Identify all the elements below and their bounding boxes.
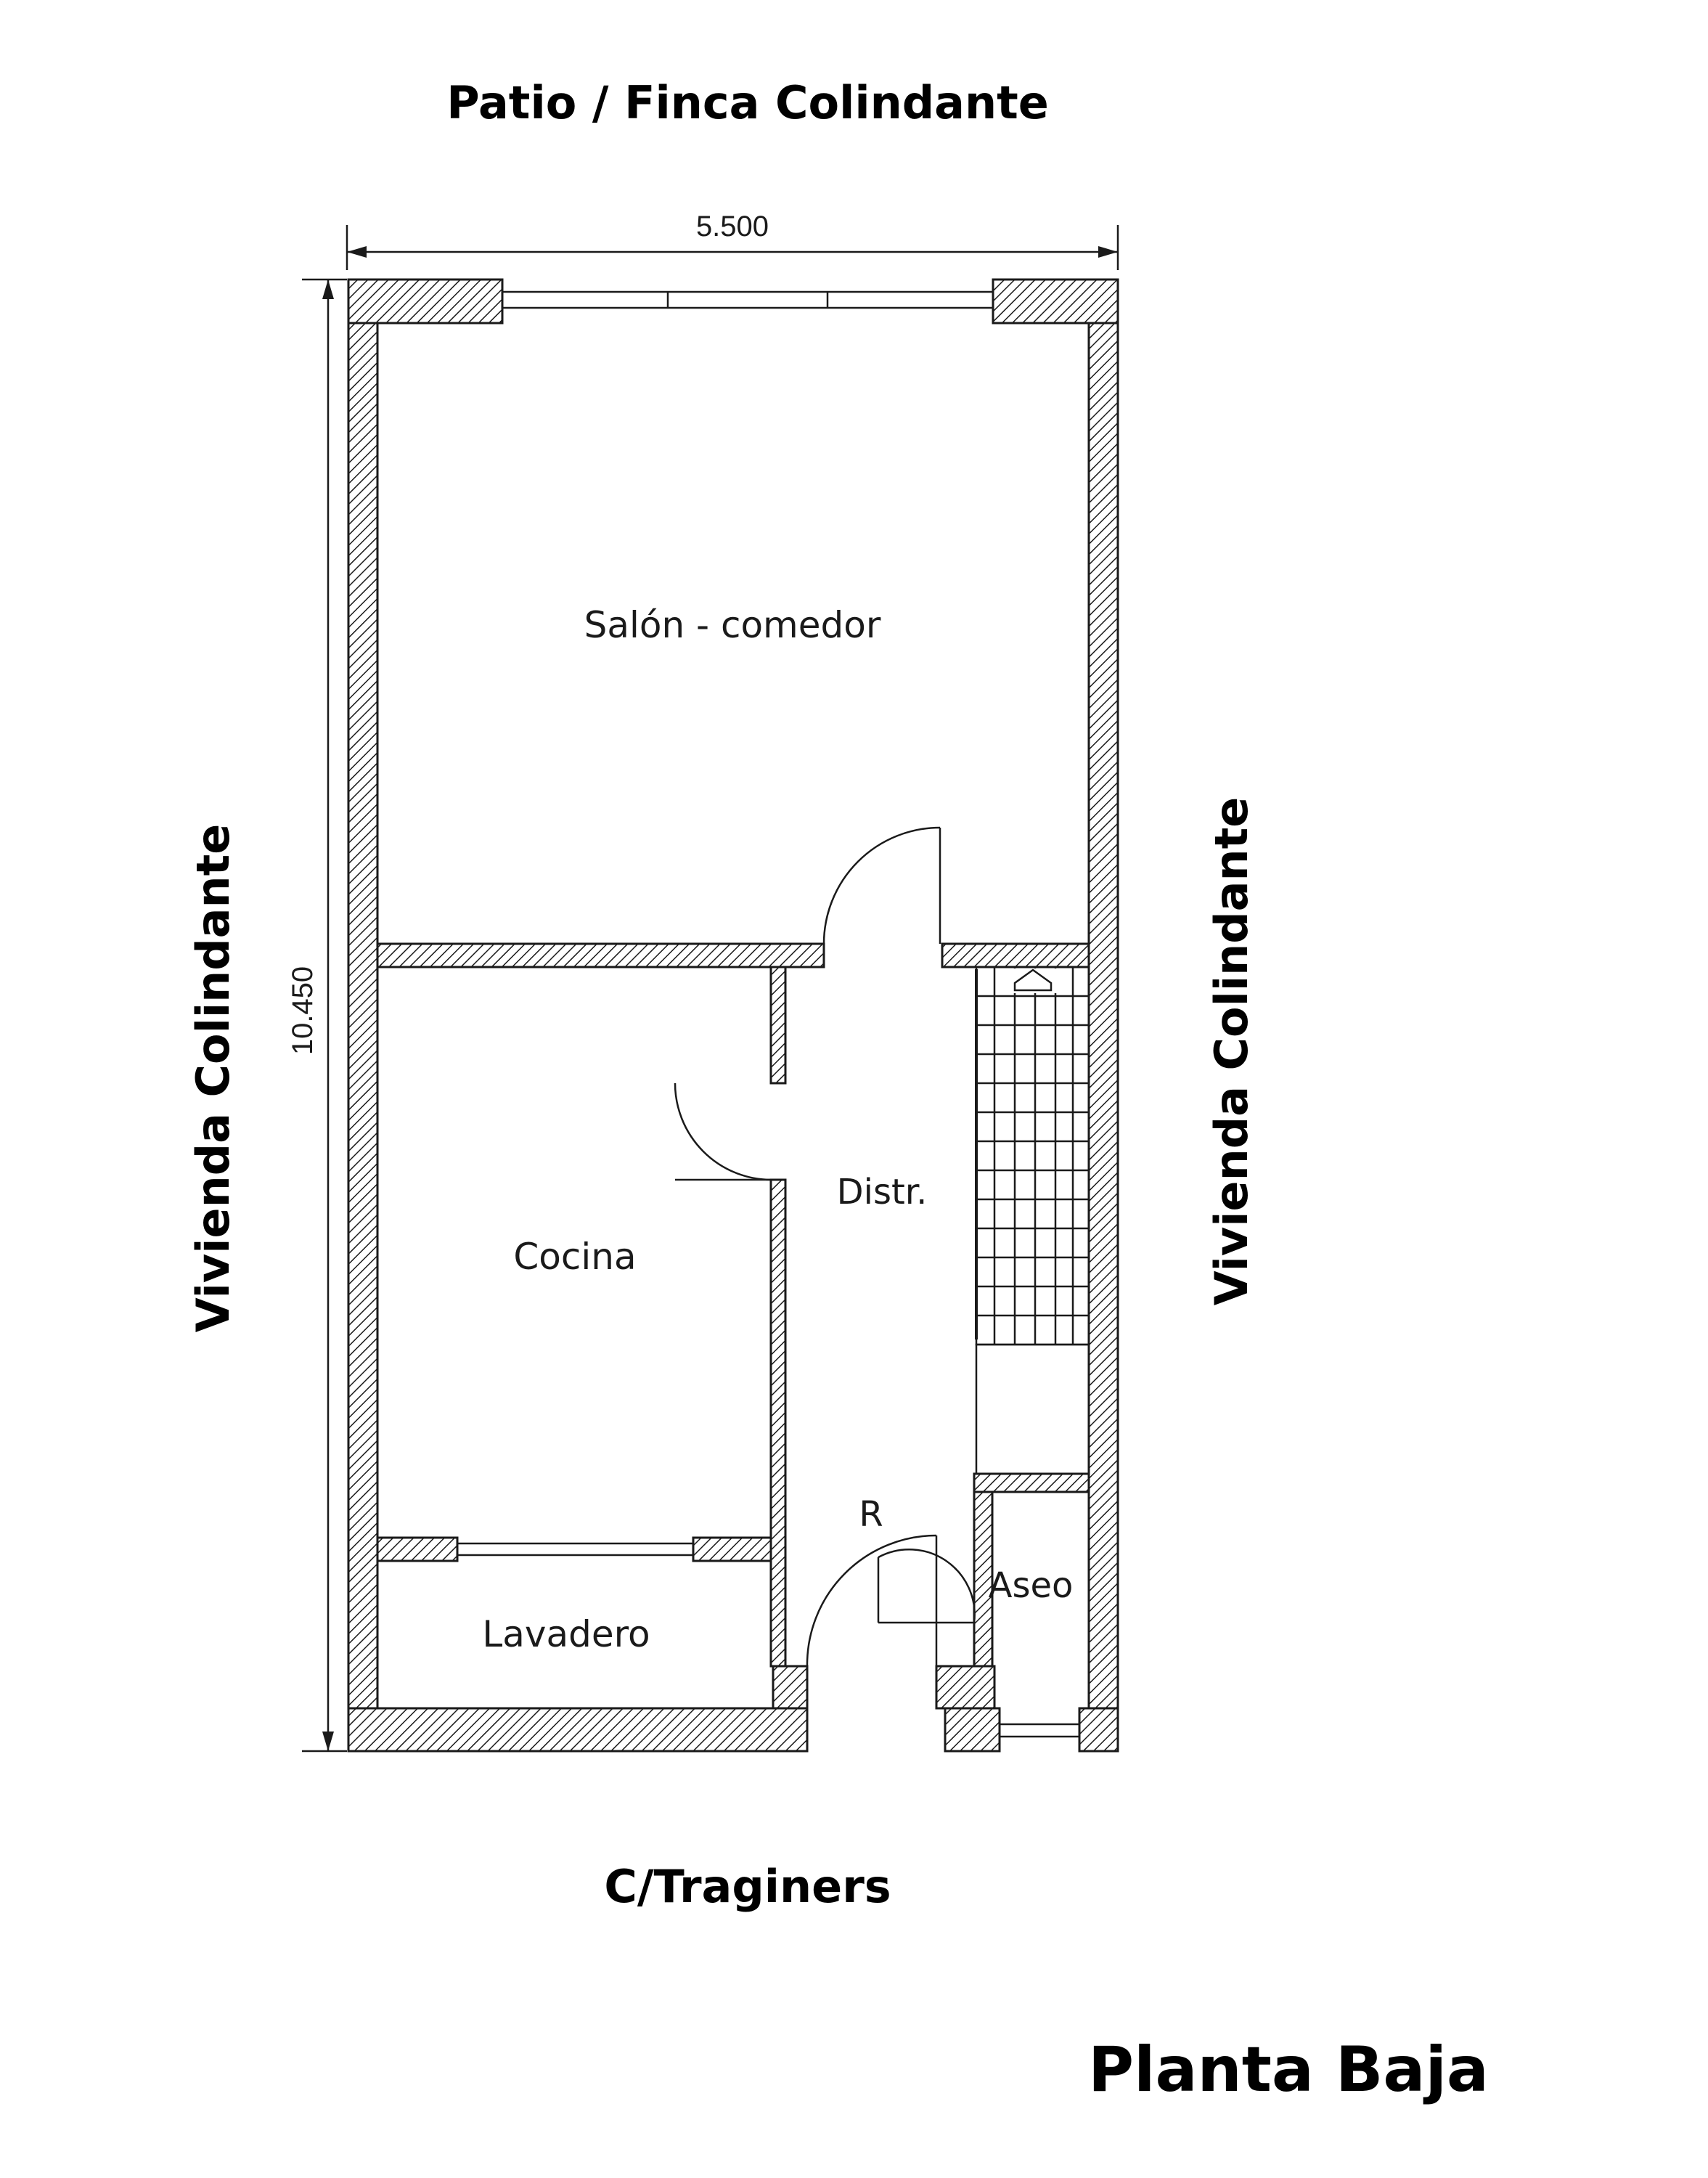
right-neighbor-label: Vivienda Colindante [1205,797,1258,1306]
left-neighbor-label: Vivienda Colindante [187,824,240,1333]
room-label-aseo: Aseo [989,1565,1074,1606]
salon-window [502,290,993,309]
exterior-walls [347,278,1119,1753]
width-dimension: 5.500 [346,211,1119,270]
length-dimension-value: 10.450 [287,966,319,1055]
width-dimension-value: 5.500 [696,211,769,242]
entrance-door [806,1534,938,1667]
aseo-window [1000,1723,1079,1738]
room-label-cocina: Cocina [513,1236,636,1278]
interior-walls [376,942,1090,1668]
length-dimension: 10.450 [287,278,347,1753]
room-label-lavadero: Lavadero [482,1613,650,1655]
cocina-door [674,1082,772,1181]
plan-title: Planta Baja [1088,2034,1489,2106]
salon-door [822,826,941,945]
lavadero-window [457,1542,693,1557]
aseo-door [877,1549,976,1624]
top-neighbor-label: Patio / Finca Colindante [446,76,1049,129]
room-label-r: R [859,1494,883,1535]
street-label: C/Traginers [604,1860,891,1913]
staircase [975,966,1090,1475]
room-label-distr: Distr. [837,1172,928,1212]
room-label-salon: Salón - comedor [584,604,881,646]
